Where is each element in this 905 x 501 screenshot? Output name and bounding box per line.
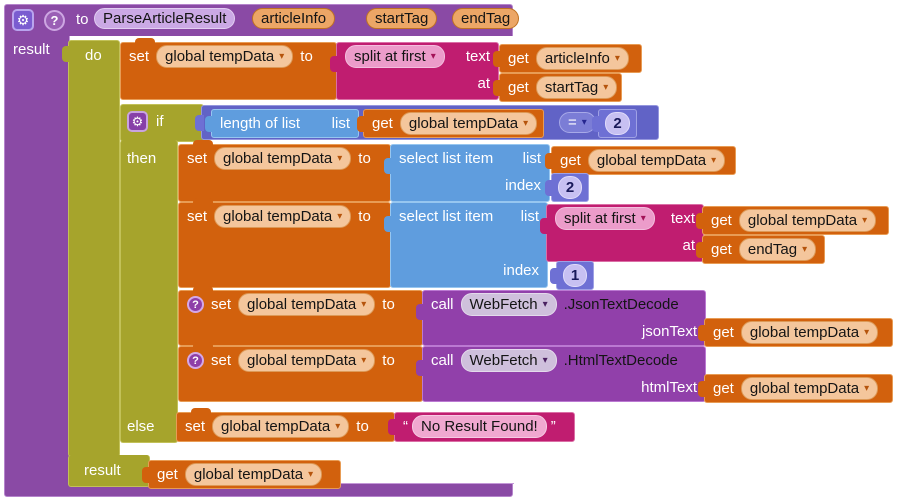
method-name: .JsonTextDecode (563, 296, 679, 313)
dropdown-arrow-icon: ▾ (581, 116, 587, 128)
warning-question-icon[interactable]: ? (187, 352, 204, 369)
dropdown-arrow-icon: ▾ (337, 152, 343, 164)
close-quote: ” (550, 418, 556, 435)
warning-question-icon[interactable]: ? (187, 296, 204, 313)
variable-dropdown[interactable]: global tempData▾ (238, 293, 376, 316)
variable-dropdown[interactable]: articleInfo▾ (535, 47, 629, 70)
number-block[interactable]: 1 (550, 261, 594, 290)
dropdown-arrow-icon: ▾ (864, 326, 870, 338)
variable-dropdown[interactable]: global tempData▾ (740, 377, 879, 400)
if-block-body[interactable] (120, 140, 178, 443)
dropdown-arrow-icon: ▾ (614, 52, 620, 64)
variable-dropdown[interactable]: global tempData▾ (214, 205, 352, 228)
dropdown-arrow-icon: ▾ (542, 298, 548, 310)
split-at-first-block[interactable]: split at first▾text at (540, 204, 704, 262)
open-quote: “ (403, 418, 408, 435)
variable-dropdown[interactable]: global tempData▾ (156, 45, 294, 68)
split-at-first-block[interactable]: split at first▾text at (330, 42, 499, 100)
if-label: if (156, 113, 164, 130)
set-variable-block[interactable]: set global tempData▾ to (120, 38, 337, 100)
number-field[interactable]: 1 (562, 264, 588, 287)
dropdown-arrow-icon: ▾ (279, 50, 285, 62)
result-label: result (84, 462, 121, 479)
string-field[interactable]: No Result Found! (412, 415, 547, 438)
then-label: then (127, 150, 157, 167)
dropdown-arrow-icon: ▾ (711, 154, 717, 166)
variable-dropdown[interactable]: global tempData▾ (399, 112, 538, 135)
string-block[interactable]: “No Result Found!” (388, 412, 575, 442)
dropdown-arrow-icon: ▾ (640, 212, 646, 224)
do-label: do (85, 47, 102, 64)
variable-dropdown[interactable]: endTag▾ (738, 238, 817, 261)
variable-dropdown[interactable]: global tempData▾ (212, 415, 350, 438)
procedure-result-label: result (13, 41, 50, 58)
number-field[interactable]: 2 (557, 176, 583, 199)
method-name: .HtmlTextDecode (563, 352, 678, 369)
dropdown-arrow-icon: ▾ (430, 50, 436, 62)
param-articleinfo[interactable]: articleInfo (252, 8, 336, 29)
mutator-gear-icon[interactable]: ⚙ (12, 9, 34, 31)
dropdown-arrow-icon: ▾ (862, 214, 868, 226)
split-op-dropdown[interactable]: split at first▾ (555, 207, 655, 230)
param-starttag[interactable]: startTag (366, 8, 438, 29)
dropdown-arrow-icon: ▾ (542, 354, 548, 366)
split-op-dropdown[interactable]: split at first▾ (345, 45, 445, 68)
component-dropdown[interactable]: WebFetch▾ (460, 349, 557, 372)
dropdown-arrow-icon: ▾ (864, 382, 870, 394)
to-label: to (76, 11, 89, 28)
param-endtag[interactable]: endTag (452, 8, 520, 29)
dropdown-arrow-icon: ▾ (335, 420, 341, 432)
comparison-op-dropdown[interactable]: =▾ (559, 112, 596, 133)
variable-dropdown[interactable]: global tempData▾ (740, 321, 879, 344)
component-dropdown[interactable]: WebFetch▾ (460, 293, 557, 316)
help-icon[interactable]: ? (44, 10, 65, 31)
dropdown-arrow-icon: ▾ (361, 354, 367, 366)
variable-dropdown[interactable]: global tempData▾ (184, 463, 323, 486)
dropdown-arrow-icon: ▾ (361, 298, 367, 310)
number-block[interactable]: 2 (545, 173, 589, 202)
number-block[interactable]: 2 (592, 109, 637, 138)
do-result-block[interactable] (62, 40, 120, 457)
dropdown-arrow-icon: ▾ (523, 117, 529, 129)
dropdown-arrow-icon: ▾ (802, 243, 808, 255)
variable-dropdown[interactable]: global tempData▾ (214, 147, 352, 170)
variable-dropdown[interactable]: global tempData▾ (587, 149, 726, 172)
if-mutator-gear-icon[interactable]: ⚙ (127, 111, 148, 132)
variable-dropdown[interactable]: global tempData▾ (738, 209, 877, 232)
gear-icon: ⚙ (16, 11, 30, 28)
else-label: else (127, 418, 155, 435)
variable-dropdown[interactable]: startTag▾ (535, 76, 618, 99)
dropdown-arrow-icon: ▾ (308, 468, 314, 480)
number-field[interactable]: 2 (605, 112, 630, 135)
dropdown-arrow-icon: ▾ (337, 210, 343, 222)
variable-dropdown[interactable]: global tempData▾ (238, 349, 376, 372)
procedure-name-field[interactable]: ParseArticleResult (94, 8, 236, 29)
dropdown-arrow-icon: ▾ (603, 81, 609, 93)
